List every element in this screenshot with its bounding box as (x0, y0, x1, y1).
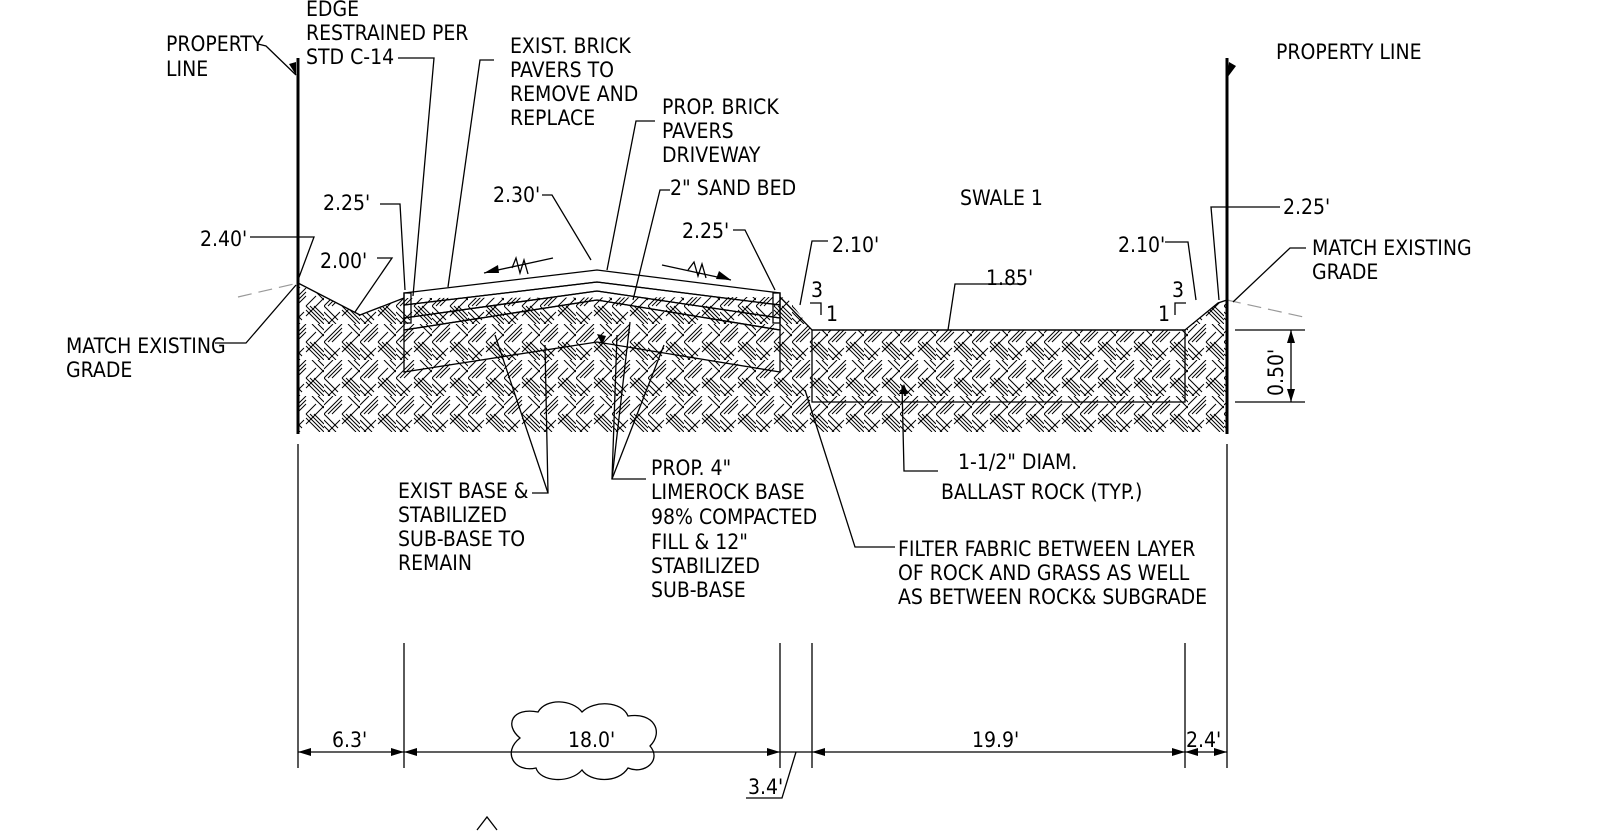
elevation-185: 1.85' (986, 266, 1033, 290)
edge-restraint-right (772, 292, 781, 324)
elevation-210-right: 2.10' (1118, 233, 1165, 257)
drain-arrow-right (661, 260, 732, 281)
elevation-240: 2.40' (200, 227, 247, 251)
slope-left-rise: 3 (811, 278, 823, 302)
slope-mark-right (1174, 302, 1186, 315)
slope-right-rise: 3 (1172, 278, 1184, 302)
swale-label: SWALE 1 (960, 186, 1043, 210)
ballast-label: 1-1/2" DIAM.BALLAST ROCK (TYP.) (941, 450, 1142, 504)
elevation-230: 2.30' (493, 183, 540, 207)
dim-19-9: 19.9' (972, 728, 1019, 752)
soil-hatch (298, 283, 1227, 432)
elevation-225-left: 2.25' (323, 191, 370, 215)
property-line-right-label: PROPERTY LINE (1276, 40, 1422, 64)
dimension-string (297, 444, 1228, 799)
drain-arrow-left (483, 255, 554, 276)
elevation-225-mid: 2.25' (682, 219, 729, 243)
slope-right-run: 1 (1158, 302, 1170, 326)
dim-6-3: 6.3' (332, 728, 367, 752)
dim-3-4: 3.4' (748, 775, 783, 799)
dim-2-4: 2.4' (1186, 728, 1221, 752)
slope-left-run: 1 (826, 302, 838, 326)
elevation-210-left: 2.10' (832, 233, 879, 257)
existing-grade-left (237, 282, 299, 298)
existing-grade-right (1226, 299, 1309, 319)
elevation-225-right: 2.25' (1283, 195, 1330, 219)
depth-dimension (1235, 329, 1305, 403)
revision-triangle (476, 815, 498, 831)
elevation-200: 2.00' (320, 249, 367, 273)
swale-ballast-rock (811, 329, 1186, 403)
leader-lines (215, 43, 1306, 548)
depth-label: 0.50' (1264, 349, 1288, 396)
slope-mark-left (810, 302, 822, 315)
revision-cloud (510, 701, 657, 781)
sand-bed-label: 2" SAND BED (670, 176, 796, 200)
dim-18-0: 18.0' (568, 728, 615, 752)
edge-restraint-left (403, 292, 412, 324)
